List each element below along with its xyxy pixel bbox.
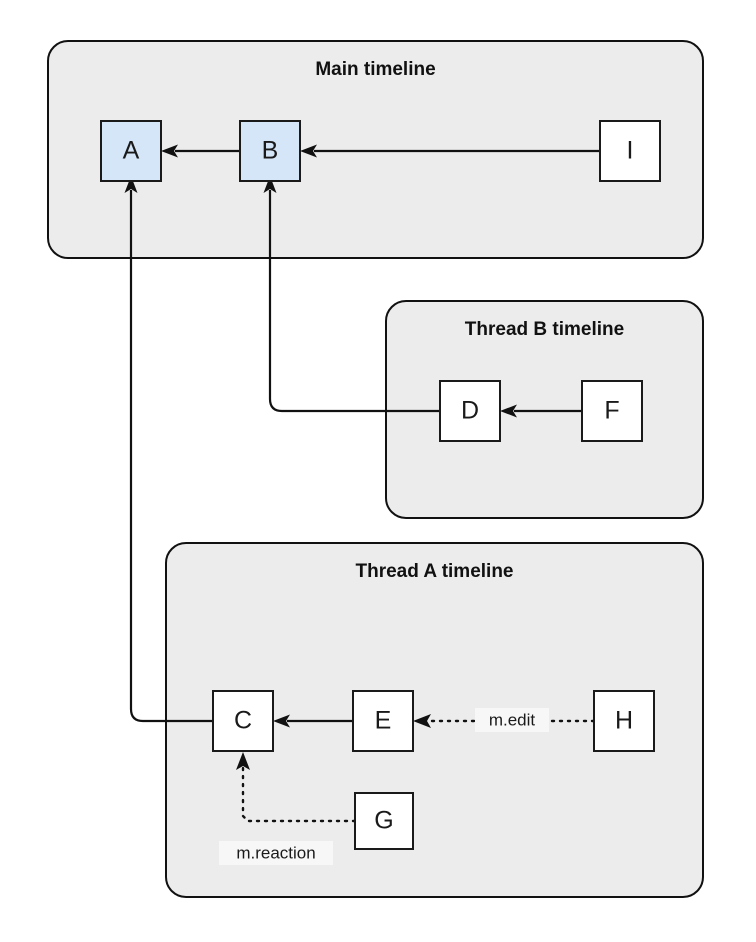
- edge-e-to-c: [273, 714, 353, 728]
- node-h[interactable]: H: [593, 690, 655, 752]
- edge-d-to-b-arrowhead: [263, 176, 277, 193]
- edge-c-to-a: [124, 176, 213, 723]
- edge-i-to-b-arrowhead: [300, 144, 317, 158]
- node-h-label: H: [615, 707, 633, 735]
- group-main-timeline-title: Main timeline: [315, 59, 435, 80]
- group-thread-b-timeline-title: Thread B timeline: [465, 319, 624, 340]
- edge-f-to-d-arrowhead: [500, 404, 517, 418]
- edge-label-m-reaction-bg: [219, 841, 333, 865]
- node-a[interactable]: A: [100, 120, 162, 182]
- node-e-rect: [352, 690, 414, 752]
- edge-d-to-b-path: [268, 190, 440, 413]
- node-i-rect: [599, 120, 661, 182]
- group-main-timeline[interactable]: Main timeline: [47, 40, 704, 259]
- node-e-label: E: [375, 707, 392, 735]
- group-thread-b-timeline-rect: [385, 300, 704, 519]
- node-h-rect: [593, 690, 655, 752]
- edge-f-to-d: [500, 404, 582, 418]
- node-d-label: D: [461, 397, 479, 425]
- node-f-rect: [581, 380, 643, 442]
- edge-g-to-c-path: [241, 766, 357, 823]
- edge-label-m-reaction-text: m.reaction: [236, 843, 315, 862]
- group-main-timeline-rect: [47, 40, 704, 259]
- group-thread-b-timeline[interactable]: Thread B timeline: [385, 300, 704, 519]
- node-i-label: I: [627, 137, 634, 165]
- edge-label-m-edit: m.edit: [475, 708, 549, 732]
- edge-b-to-a: [161, 144, 240, 158]
- edge-c-to-a-arrowhead: [124, 176, 138, 193]
- edge-g-to-c-arrowhead: [236, 752, 250, 770]
- node-a-rect: [100, 120, 162, 182]
- edge-i-to-b: [300, 144, 600, 158]
- group-thread-a-timeline-title: Thread A timeline: [355, 561, 513, 582]
- node-c-label: C: [234, 707, 252, 735]
- node-d-rect: [439, 380, 501, 442]
- node-b-label: B: [262, 137, 279, 165]
- node-c-rect: [212, 690, 274, 752]
- edge-g-to-c: [236, 752, 357, 823]
- node-c[interactable]: C: [212, 690, 274, 752]
- node-e[interactable]: E: [352, 690, 414, 752]
- node-g[interactable]: G: [354, 792, 414, 850]
- node-b-rect: [239, 120, 301, 182]
- node-i[interactable]: I: [599, 120, 661, 182]
- node-f-label: F: [604, 397, 619, 425]
- edge-label-m-reaction: m.reaction: [219, 841, 333, 865]
- edge-e-to-c-arrowhead: [273, 714, 290, 728]
- node-f[interactable]: F: [581, 380, 643, 442]
- edge-c-to-a-path: [129, 190, 213, 723]
- node-a-label: A: [123, 137, 140, 165]
- edge-d-to-b: [263, 176, 440, 413]
- node-g-label: G: [374, 807, 393, 835]
- node-g-rect: [354, 792, 414, 850]
- edge-label-m-edit-text: m.edit: [489, 710, 536, 729]
- node-d[interactable]: D: [439, 380, 501, 442]
- edge-label-m-edit-bg: [475, 708, 549, 732]
- edge-h-to-e-arrowhead: [413, 714, 431, 728]
- node-b[interactable]: B: [239, 120, 301, 182]
- edge-b-to-a-arrowhead: [161, 144, 178, 158]
